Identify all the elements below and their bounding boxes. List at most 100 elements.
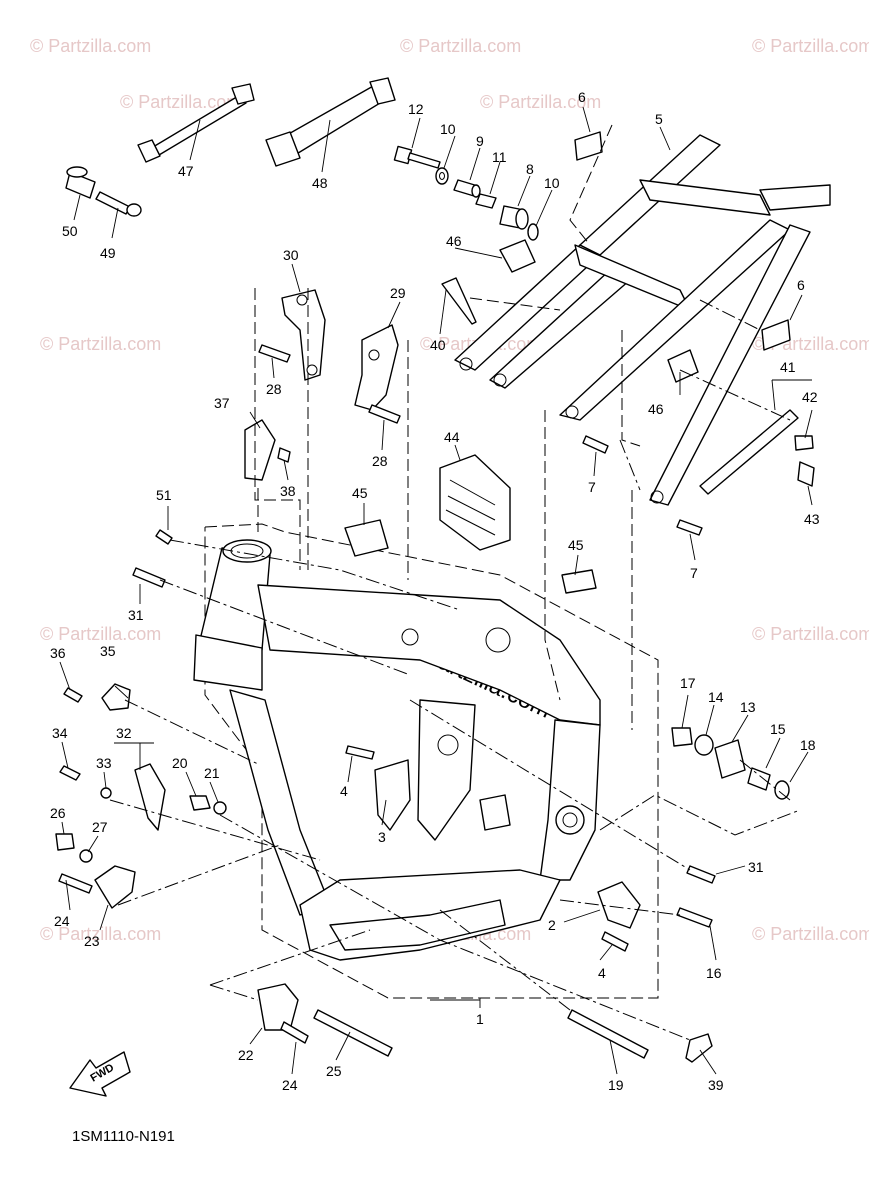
callout-28: 28 [266,381,282,397]
bolt-24 [58,873,93,894]
callout-24: 24 [54,913,70,929]
clip-40 [441,277,477,325]
bush-8 [499,205,529,230]
callout-43: 43 [804,511,820,527]
nut-42 [794,435,814,451]
nut-20 [189,795,211,811]
bolt-31 [132,567,166,588]
bracket-2 [597,881,641,929]
watermark: © Partzilla.com [752,36,869,56]
main-frame [193,539,601,961]
bolt-19 [567,1009,649,1059]
wrench-47 [137,83,255,163]
callout-28: 28 [372,453,388,469]
callout-29: 29 [390,285,406,301]
callout-10: 10 [440,121,456,137]
callout-2: 2 [548,917,556,933]
group-boundary [204,523,659,999]
nut-33 [100,787,112,799]
callout-11: 11 [492,149,507,165]
callout-44: 44 [444,429,460,445]
bolt-16 [676,907,713,928]
rear-subframe [454,134,831,506]
washer-27 [79,849,93,863]
callout-22: 22 [238,1047,254,1063]
callout-1: 1 [476,1011,484,1027]
watermark: © Partzilla.com [40,334,161,354]
bolt-7 [582,435,609,454]
fwd-arrow: FWD [69,1051,131,1097]
callout-19: 19 [608,1077,624,1093]
callout-6: 6 [578,89,586,105]
bolt-28b [368,404,401,424]
callout-16: 16 [706,965,722,981]
callout-17: 17 [680,675,696,691]
leader-lines [59,106,813,1075]
callout-8: 8 [526,161,534,177]
callout-21: 21 [204,765,220,781]
callout-38: 38 [280,483,296,499]
bolt-51 [155,529,173,545]
diagram-code: 1SM1110-N191 [72,1128,175,1145]
clamp-46b [667,349,699,383]
callout-14: 14 [708,689,724,705]
callout-10: 10 [544,175,560,191]
bush-13 [714,739,746,779]
collar-50 [65,166,96,199]
callout-13: 13 [740,699,756,715]
callout-23: 23 [84,933,100,949]
washer-18 [774,780,790,800]
callout-45: 45 [352,485,368,501]
callout-4: 4 [340,783,348,799]
callout-7: 7 [690,565,698,581]
watermark: © Partzilla.com [30,36,151,56]
clip-35 [101,683,131,711]
callout-49: 49 [100,245,116,261]
cover-44 [439,454,511,551]
callout-4: 4 [598,965,606,981]
guard-32 [134,763,166,831]
bracket-30 [281,289,326,381]
callout-42: 42 [802,389,818,405]
collar-11 [475,193,497,209]
plug-wrench-48 [265,77,396,167]
callout-7: 7 [588,479,596,495]
callout-27: 27 [92,819,108,835]
watermark: © Partzilla.com [752,624,869,644]
callout-9: 9 [476,133,484,149]
bar-41 [699,409,799,495]
watermark: © Partzilla.com [480,92,601,112]
callout-35: 35 [100,643,116,659]
callout-31: 31 [748,859,764,875]
pin-39 [685,1033,713,1063]
label-6 [574,131,603,161]
bracket-23 [94,865,136,909]
callout-33: 33 [96,755,112,771]
callout-32: 32 [116,725,132,741]
clamp-37 [244,419,276,481]
callout-40: 40 [430,337,446,353]
callout-5: 5 [655,111,663,127]
callout-31: 31 [128,607,144,623]
bolt-25 [313,1009,393,1057]
clamp-45 [344,519,389,557]
callout-3: 3 [378,829,386,845]
callout-24: 24 [282,1077,298,1093]
bolt-36 [63,687,83,703]
bracket-22 [257,983,299,1031]
callouts: 1 2 3 4 4 5 6 6 7 7 8 9 10 10 11 12 13 1… [50,89,820,1093]
watermark: © Partzilla.com [400,36,521,56]
callout-18: 18 [800,737,816,753]
bolt-12 [393,145,441,169]
callout-6: 6 [797,277,805,293]
callout-12: 12 [408,101,424,117]
callout-51: 51 [156,487,172,503]
callout-47: 47 [178,163,194,179]
label-6b [761,319,791,351]
watermark: © Partzilla.com [752,924,869,944]
bolt-7b [676,519,703,536]
bolt-4 [345,745,375,760]
callout-30: 30 [283,247,299,263]
callout-37: 37 [214,395,230,411]
callout-46: 46 [648,401,664,417]
